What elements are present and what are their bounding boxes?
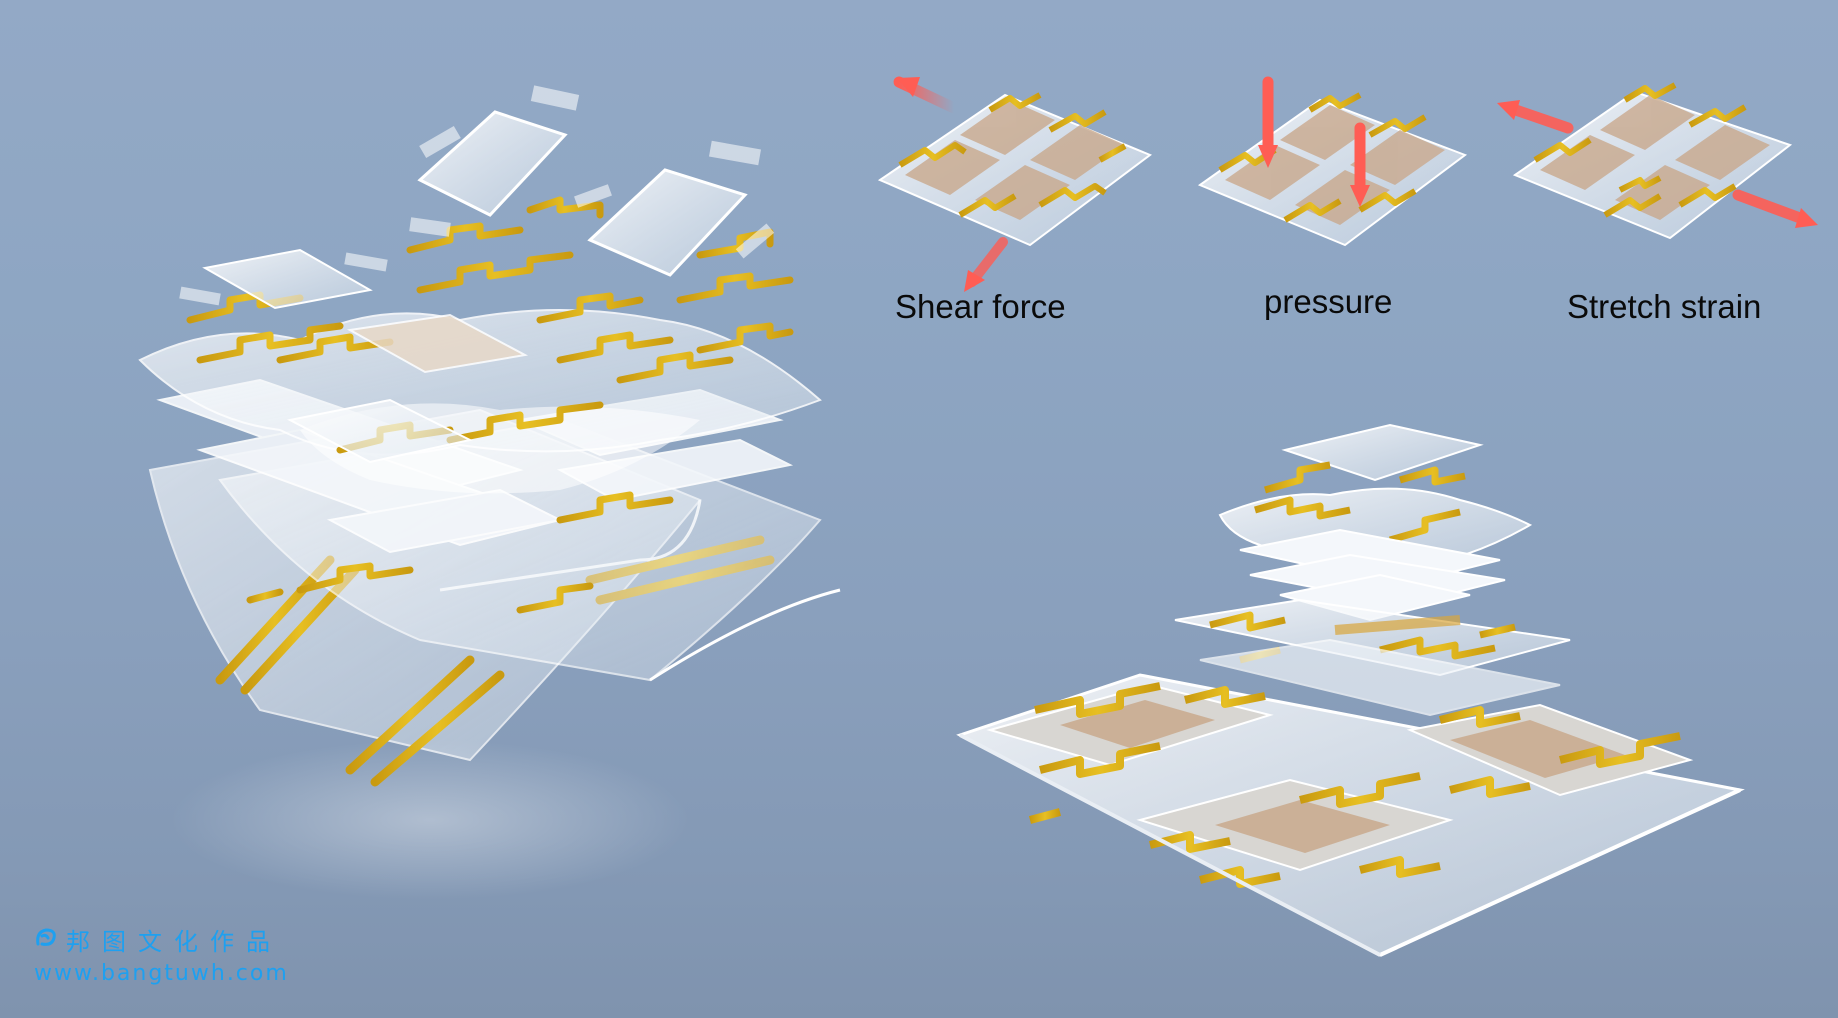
- label-shear-force: Shear force: [895, 288, 1066, 325]
- stretch-strain-module: [1497, 82, 1818, 240]
- pressure-module: [1197, 76, 1468, 247]
- label-stretch-strain: Stretch strain: [1567, 288, 1761, 325]
- right-assembled-sensor-array: [956, 423, 1745, 957]
- brand-logo-icon: [34, 926, 58, 956]
- watermark: 邦图文化作品 www.bangtuwh.com: [34, 922, 289, 986]
- shear-force-module: [877, 76, 1153, 292]
- left-exploded-sensor-stack: [138, 85, 841, 900]
- label-pressure: pressure: [1264, 283, 1392, 320]
- watermark-name-row: 邦图文化作品: [34, 922, 289, 957]
- watermark-url: www.bangtuwh.com: [34, 961, 289, 986]
- watermark-name: 邦图文化作品: [66, 928, 282, 956]
